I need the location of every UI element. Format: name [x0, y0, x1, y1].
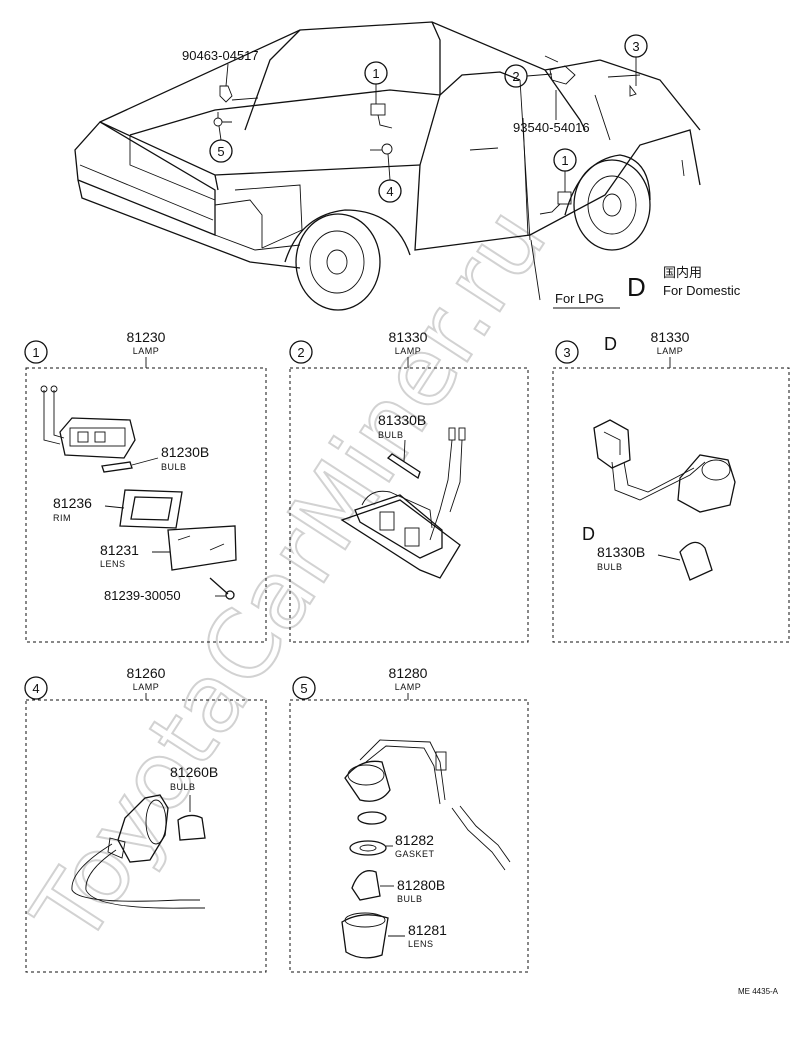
svg-text:D: D	[627, 272, 646, 302]
svg-text:81280B: 81280B	[397, 877, 445, 893]
svg-text:LAMP: LAMP	[395, 346, 422, 356]
panel-4: 4 81260 LAMP 81260B BULB	[24, 665, 267, 973]
svg-text:4: 4	[32, 681, 39, 696]
svg-text:LAMP: LAMP	[133, 346, 160, 356]
svg-text:81330: 81330	[651, 329, 690, 345]
svg-text:BULB: BULB	[597, 562, 623, 572]
svg-text:5: 5	[300, 681, 307, 696]
svg-text:5: 5	[217, 144, 224, 159]
part-number-90463: 90463-04517	[182, 48, 259, 63]
svg-text:81236: 81236	[53, 495, 92, 511]
svg-text:81260: 81260	[127, 665, 166, 681]
svg-text:LAMP: LAMP	[133, 682, 160, 692]
svg-text:RIM: RIM	[53, 513, 71, 523]
panel-1: 1 81230 LAMP 81230B BULB 81236 RIM 81231…	[24, 329, 267, 643]
svg-text:2: 2	[297, 345, 304, 360]
car-illustration	[74, 21, 701, 311]
car-callout-5: 5	[209, 125, 233, 163]
svg-text:BULB: BULB	[170, 782, 196, 792]
svg-text:81230B: 81230B	[161, 444, 209, 460]
svg-text:For Domestic: For Domestic	[663, 283, 741, 298]
svg-text:81260B: 81260B	[170, 764, 218, 780]
car-callout-3: 3	[624, 34, 648, 86]
svg-text:81330: 81330	[389, 329, 428, 345]
part-number-93540: 93540-54016	[513, 120, 590, 135]
svg-text:81230: 81230	[127, 329, 166, 345]
svg-text:LENS: LENS	[408, 939, 434, 949]
svg-text:LAMP: LAMP	[395, 682, 422, 692]
diagram-code: ME 4435-A	[738, 987, 779, 996]
svg-text:GASKET: GASKET	[395, 849, 435, 859]
car-callout-2: 2	[504, 64, 553, 88]
svg-text:BULB: BULB	[378, 430, 404, 440]
svg-text:2: 2	[512, 69, 519, 84]
svg-text:1: 1	[561, 153, 568, 168]
panel-5: 5 81280 LAMP 81282 GASKET 81280B BULB 81…	[289, 665, 529, 973]
car-callout-4: 4	[378, 153, 402, 203]
svg-text:For LPG: For LPG	[555, 291, 604, 306]
svg-text:81330B: 81330B	[597, 544, 645, 560]
svg-text:D: D	[604, 334, 617, 354]
svg-text:3: 3	[563, 345, 570, 360]
domestic-legend: D 国内用 For Domestic	[627, 265, 741, 302]
svg-text:3: 3	[632, 39, 639, 54]
svg-text:81281: 81281	[408, 922, 447, 938]
panel-3: 3 D 81330 LAMP D 81330B BULB	[552, 329, 790, 643]
svg-text:81330B: 81330B	[378, 412, 426, 428]
car-callout-1b: 1	[553, 148, 577, 192]
panel-2: 2 81330 LAMP 81330B BULB	[289, 329, 529, 643]
svg-text:国内用: 国内用	[663, 265, 702, 280]
svg-text:1: 1	[32, 345, 39, 360]
for-lpg-note: For LPG	[522, 117, 620, 309]
svg-text:BULB: BULB	[397, 894, 423, 904]
svg-text:LENS: LENS	[100, 559, 126, 569]
svg-text:81239-30050: 81239-30050	[104, 588, 181, 603]
svg-text:4: 4	[386, 184, 393, 199]
svg-text:81282: 81282	[395, 832, 434, 848]
svg-text:1: 1	[372, 66, 379, 81]
svg-text:81280: 81280	[389, 665, 428, 681]
svg-text:81231: 81231	[100, 542, 139, 558]
svg-text:D: D	[582, 524, 595, 544]
car-callout-1a: 1	[364, 61, 388, 104]
svg-text:BULB: BULB	[161, 462, 187, 472]
svg-text:LAMP: LAMP	[657, 346, 684, 356]
